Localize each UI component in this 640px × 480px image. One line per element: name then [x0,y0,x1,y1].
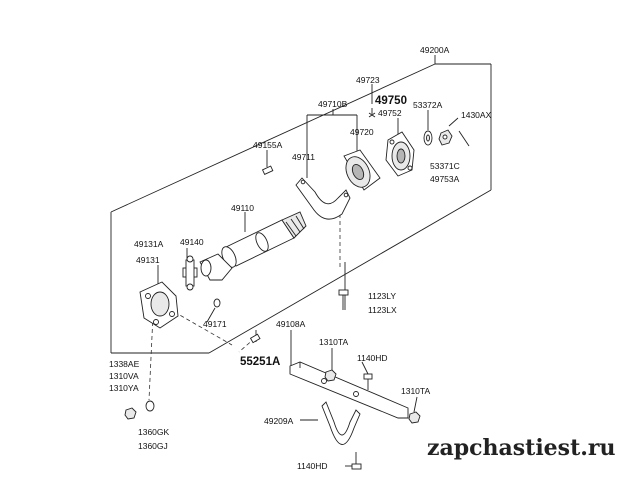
cotter-pin [458,130,470,147]
nut-1360gk [124,407,137,420]
watermark: zapchastiest.ru [427,435,615,461]
label-49108A: 49108A [276,319,306,329]
nut [438,129,453,146]
label-49131A: 49131A [134,239,164,249]
label-1310VA: 1310VA [109,371,139,381]
label-49110: 49110 [231,203,254,213]
snap-ring [213,298,221,308]
label-1123LY: 1123LY [368,291,396,301]
label-1360GJ: 1360GJ [138,441,168,451]
crossmember-bracket [289,361,409,419]
label-49171: 49171 [203,319,227,329]
grease-fitting [261,165,274,176]
bolt-1140hd-b [351,452,362,470]
label-49753A: 49753A [430,174,460,184]
label-49723: 49723 [356,75,380,85]
label-1140HD-a: 1140HD [357,353,388,363]
label-1123LX: 1123LX [368,305,397,315]
label-49209A: 49209A [264,416,294,426]
label-1310TA-b: 1310TA [401,386,430,396]
washer-1360gj [145,400,155,412]
washer-hole [426,134,430,142]
leader-lines [157,84,459,467]
part-labels: 49200A 49723 49750 49752 53372A 1430AX 4… [109,45,492,471]
bracket-bolt [338,289,349,310]
small-bolt [368,112,376,118]
nut-1310ta-b [408,411,421,424]
propeller-shaft [221,211,307,268]
label-49131: 49131 [136,255,160,265]
center-bearing [343,149,381,191]
label-49720: 49720 [350,127,374,137]
slip-yoke [199,253,233,281]
center-bearing-bracket [295,177,351,220]
label-55251A: 55251A [240,356,280,368]
label-49710B: 49710B [318,99,348,109]
flange-yoke [139,281,179,329]
companion-flange [385,131,415,177]
assembly-outline [110,55,492,354]
label-53371C: 53371C [430,161,460,171]
label-49200A: 49200A [420,45,450,55]
label-49140: 49140 [180,237,204,247]
label-49711: 49711 [292,152,315,162]
label-49752: 49752 [378,108,402,118]
nut-1310ta-a [324,369,337,382]
label-1430AX: 1430AX [461,110,492,120]
flange-bolt [249,333,261,344]
label-53372A: 53372A [413,100,443,110]
bolt-1140hd-a [363,373,373,390]
label-1310YA: 1310YA [109,383,139,393]
label-49155A: 49155A [253,140,283,150]
hanger-strap [321,401,361,445]
label-49750: 49750 [375,95,407,107]
label-1338AE: 1338AE [109,359,140,369]
label-1140HD-b: 1140HD [297,461,328,471]
universal-joint-cross [182,255,198,291]
label-1360GK: 1360GK [138,427,170,437]
label-1310TA-a: 1310TA [319,337,348,347]
